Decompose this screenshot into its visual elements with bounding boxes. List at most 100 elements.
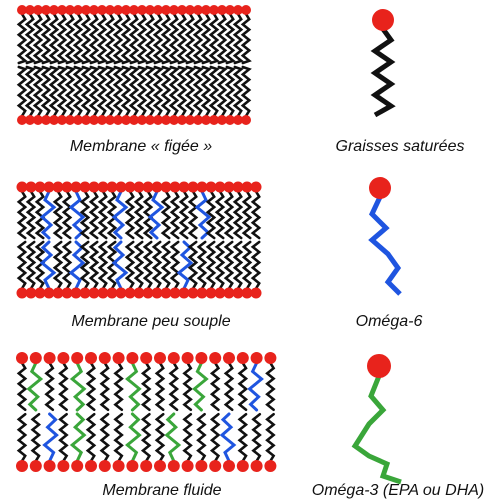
top-lipid-saturated: [16, 5, 28, 65]
top-tail: [178, 190, 190, 240]
top-head: [167, 352, 180, 364]
top-head: [151, 181, 163, 193]
bottom-head: [201, 115, 211, 125]
bottom-head: [106, 287, 118, 299]
top-tail: [247, 361, 264, 412]
top-head: [73, 5, 83, 15]
bottom-tail: [251, 412, 262, 463]
bottom-lipid-saturated: [88, 240, 100, 299]
top-lipid-saturated: [187, 181, 199, 240]
top-lipid-saturated: [112, 5, 124, 65]
top-tail: [154, 361, 166, 412]
bottom-tail: [187, 240, 199, 290]
top-lipid-saturated: [85, 352, 97, 412]
bottom-lipid-saturated: [112, 65, 124, 125]
bottom-tail: [192, 65, 204, 118]
bottom-tail: [250, 240, 262, 290]
bottom-lipid-omega6: [111, 240, 129, 299]
top-head: [195, 352, 208, 364]
top-tail: [232, 12, 244, 65]
bottom-lipid-saturated: [208, 65, 220, 125]
bottom-tail: [79, 240, 91, 290]
top-head: [57, 352, 70, 364]
bottom-lipid-saturated: [144, 65, 156, 125]
bottom-tail: [152, 65, 164, 118]
top-tail: [208, 12, 220, 65]
bottom-head: [49, 115, 59, 125]
bottom-tail: [209, 412, 221, 463]
top-lipid-saturated: [136, 5, 148, 65]
bottom-tail: [24, 65, 36, 118]
bottom-lipid-saturated: [85, 412, 97, 472]
bottom-lipid-saturated: [29, 412, 42, 472]
top-tail: [128, 12, 140, 65]
bottom-tail: [99, 412, 111, 463]
bottom-tail: [16, 240, 28, 290]
top-tail: [120, 12, 132, 65]
bottom-lipid-saturated: [80, 65, 92, 125]
bottom-head: [115, 287, 127, 299]
bottom-head: [81, 115, 91, 125]
bottom-head: [25, 115, 35, 125]
top-head: [201, 5, 211, 15]
top-head: [29, 352, 42, 364]
top-lipid-saturated: [24, 5, 36, 65]
bottom-lipid-saturated: [232, 240, 244, 299]
top-tail: [160, 190, 172, 240]
top-lipid-omega6: [111, 181, 129, 240]
top-tail: [214, 190, 226, 240]
bottom-head: [140, 460, 153, 472]
top-head: [196, 181, 208, 193]
bottom-head: [169, 287, 181, 299]
bottom-head: [113, 115, 123, 125]
top-lipid-saturated: [32, 5, 44, 65]
top-tail: [187, 190, 199, 240]
bottom-tail: [124, 240, 136, 290]
bottom-lipid-saturated: [120, 65, 132, 125]
bottom-lipid-saturated: [104, 65, 116, 125]
bottom-head: [145, 115, 155, 125]
top-tail: [88, 12, 100, 65]
bottom-head: [71, 460, 84, 472]
top-tail: [25, 190, 37, 240]
bottom-lipid-saturated: [160, 240, 172, 299]
bottom-tail: [104, 65, 116, 118]
top-lipid-saturated: [140, 352, 153, 412]
top-head: [169, 181, 181, 193]
bottom-lipid-saturated: [236, 412, 249, 472]
top-tail: [184, 12, 196, 65]
top-head: [264, 352, 277, 364]
bottom-lipid-saturated: [142, 240, 154, 299]
bottom-head: [169, 115, 179, 125]
bottom-lipid-saturated: [32, 65, 44, 125]
top-lipid-saturated: [106, 181, 118, 240]
bottom-lipid-saturated: [128, 65, 140, 125]
top-head: [205, 181, 217, 193]
bottom-lipid-saturated: [168, 65, 180, 125]
molecule-tail: [351, 375, 402, 485]
top-head: [81, 5, 91, 15]
top-head: [145, 5, 155, 15]
bottom-head: [153, 115, 163, 125]
top-lipid-saturated: [216, 5, 228, 65]
top-tail: [250, 190, 262, 240]
top-tail: [133, 190, 145, 240]
top-head: [106, 181, 118, 193]
bottom-tail: [240, 65, 252, 118]
top-head: [16, 181, 28, 193]
bottom-head: [223, 287, 235, 299]
membrane-fluide: [16, 352, 277, 472]
top-lipid-omega6: [247, 352, 264, 412]
bottom-tail: [224, 65, 236, 118]
top-lipid-saturated: [80, 5, 92, 65]
top-head: [121, 5, 131, 15]
top-tail: [205, 190, 217, 240]
bottom-tail: [133, 240, 145, 290]
top-lipid-saturated: [124, 181, 136, 240]
top-tail: [223, 190, 235, 240]
bottom-tail: [68, 240, 86, 290]
bottom-tail: [112, 65, 124, 118]
bottom-tail: [69, 412, 87, 463]
top-head: [25, 5, 35, 15]
top-tail: [224, 12, 236, 65]
